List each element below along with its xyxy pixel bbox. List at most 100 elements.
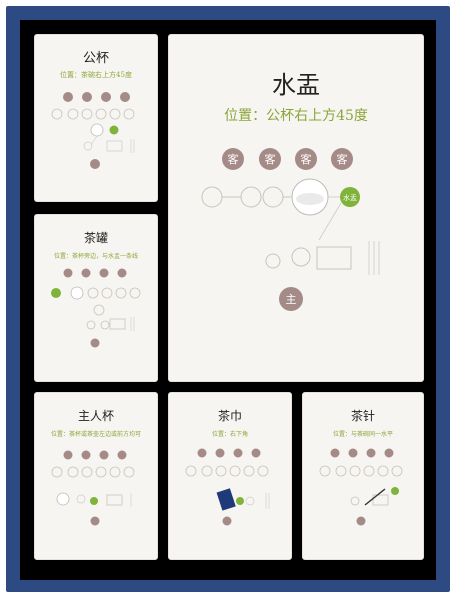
layout-diagram	[51, 92, 135, 169]
host-seat	[356, 516, 366, 526]
guest-seat-label: 客	[301, 152, 312, 166]
highlight-marker	[236, 497, 244, 505]
guest-seat	[197, 448, 207, 458]
host-seat	[279, 287, 303, 311]
cup	[95, 466, 107, 478]
tea-tray	[106, 494, 123, 506]
guest-seat-label: 客	[265, 152, 276, 166]
host-seat-label: 主	[286, 293, 297, 306]
highlight-label: 水盂	[343, 193, 357, 202]
cup	[83, 141, 93, 151]
card-title: 公杯	[82, 51, 109, 66]
chaguan-item	[70, 286, 84, 300]
card-chajin: 茶巾 位置：右下角	[168, 392, 292, 560]
cups	[51, 108, 135, 120]
layout-diagram	[319, 448, 403, 526]
card-chaguan: 茶罐 位置：茶杯旁边，与水盂一条线	[34, 214, 158, 382]
card-title: 主人杯	[77, 409, 114, 423]
cup	[67, 466, 79, 478]
layout-diagram	[51, 450, 135, 526]
tea-tray	[106, 140, 123, 152]
cup	[243, 465, 255, 477]
cup	[215, 465, 227, 477]
card-title: 茶罐	[83, 231, 108, 245]
guest-seat	[63, 268, 73, 278]
card-subtitle: 位置：右下角	[211, 431, 248, 438]
guest-seat	[384, 448, 394, 458]
tea-tray	[109, 318, 126, 330]
cup	[245, 496, 255, 506]
guest-seat	[101, 92, 111, 102]
cup	[377, 465, 389, 477]
cup	[115, 287, 127, 299]
guest-seat	[82, 92, 92, 102]
card-title: 茶巾	[217, 409, 242, 423]
highlight-marker	[391, 487, 399, 495]
card-title: 茶针	[350, 409, 375, 423]
guest-seat	[259, 148, 281, 170]
tea-tray	[372, 494, 389, 506]
cup	[240, 186, 262, 208]
cup	[185, 465, 197, 477]
card-title: 水盂	[272, 71, 320, 99]
host-seat	[90, 516, 100, 526]
cup	[101, 287, 113, 299]
guest-seat	[331, 148, 353, 170]
guest-seat	[117, 268, 127, 278]
cup	[229, 465, 241, 477]
guest-seat	[222, 148, 244, 170]
cup	[81, 108, 93, 120]
guest-seat	[81, 268, 91, 278]
guest-seats	[63, 92, 130, 102]
layout-diagram	[185, 448, 270, 526]
cup	[109, 108, 121, 120]
highlight-marker	[51, 288, 61, 298]
cup	[257, 465, 269, 477]
guest-seat	[63, 450, 73, 460]
cup	[123, 108, 135, 120]
cup	[93, 304, 105, 316]
cup	[129, 287, 141, 299]
cup	[81, 466, 93, 478]
guest-seat	[117, 450, 127, 460]
cup	[51, 108, 63, 120]
cup	[363, 465, 375, 477]
cup	[100, 320, 110, 330]
guest-seat	[81, 450, 91, 460]
guest-seat	[295, 148, 317, 170]
guest-seat	[330, 448, 340, 458]
cup	[201, 465, 213, 477]
cup	[201, 186, 223, 208]
cup	[51, 466, 63, 478]
card-subtitle: 位置：与茶碗同一水平	[332, 431, 393, 438]
guest-seat	[63, 92, 73, 102]
zhurenbei-item	[56, 492, 70, 506]
cup	[349, 465, 361, 477]
card-subtitle: 位置：公杯右上方45度	[224, 108, 368, 124]
card-shuiyu: 水盂 位置：公杯右上方45度 客 客 客 客 水盂	[168, 34, 424, 382]
guest-seat	[233, 448, 243, 458]
card-subtitle: 位置：茶杯旁边，与水盂一条线	[53, 253, 138, 260]
chazhen-item	[364, 488, 386, 506]
highlight-marker	[90, 497, 98, 505]
card-subtitle: 位置：茶杯或茶壶左边或前方均可	[50, 431, 141, 438]
guest-seat	[99, 450, 109, 460]
host-seat	[222, 516, 232, 526]
guest-seats: 客 客 客 客	[222, 148, 353, 170]
cup	[95, 108, 107, 120]
card-chazhen: 茶针 位置：与茶碗同一水平	[302, 392, 424, 560]
cup	[262, 186, 284, 208]
cup	[350, 496, 360, 506]
layout-diagram	[51, 268, 141, 348]
cup	[76, 494, 86, 504]
chajin-item	[216, 488, 236, 511]
cup	[87, 287, 99, 299]
guest-seat	[99, 268, 109, 278]
guest-seat	[120, 92, 130, 102]
guest-seat-label: 客	[337, 152, 348, 166]
cup	[109, 466, 121, 478]
guest-seat	[348, 448, 358, 458]
cup	[319, 465, 331, 477]
host-seat	[90, 159, 100, 169]
host-seat	[90, 338, 100, 348]
